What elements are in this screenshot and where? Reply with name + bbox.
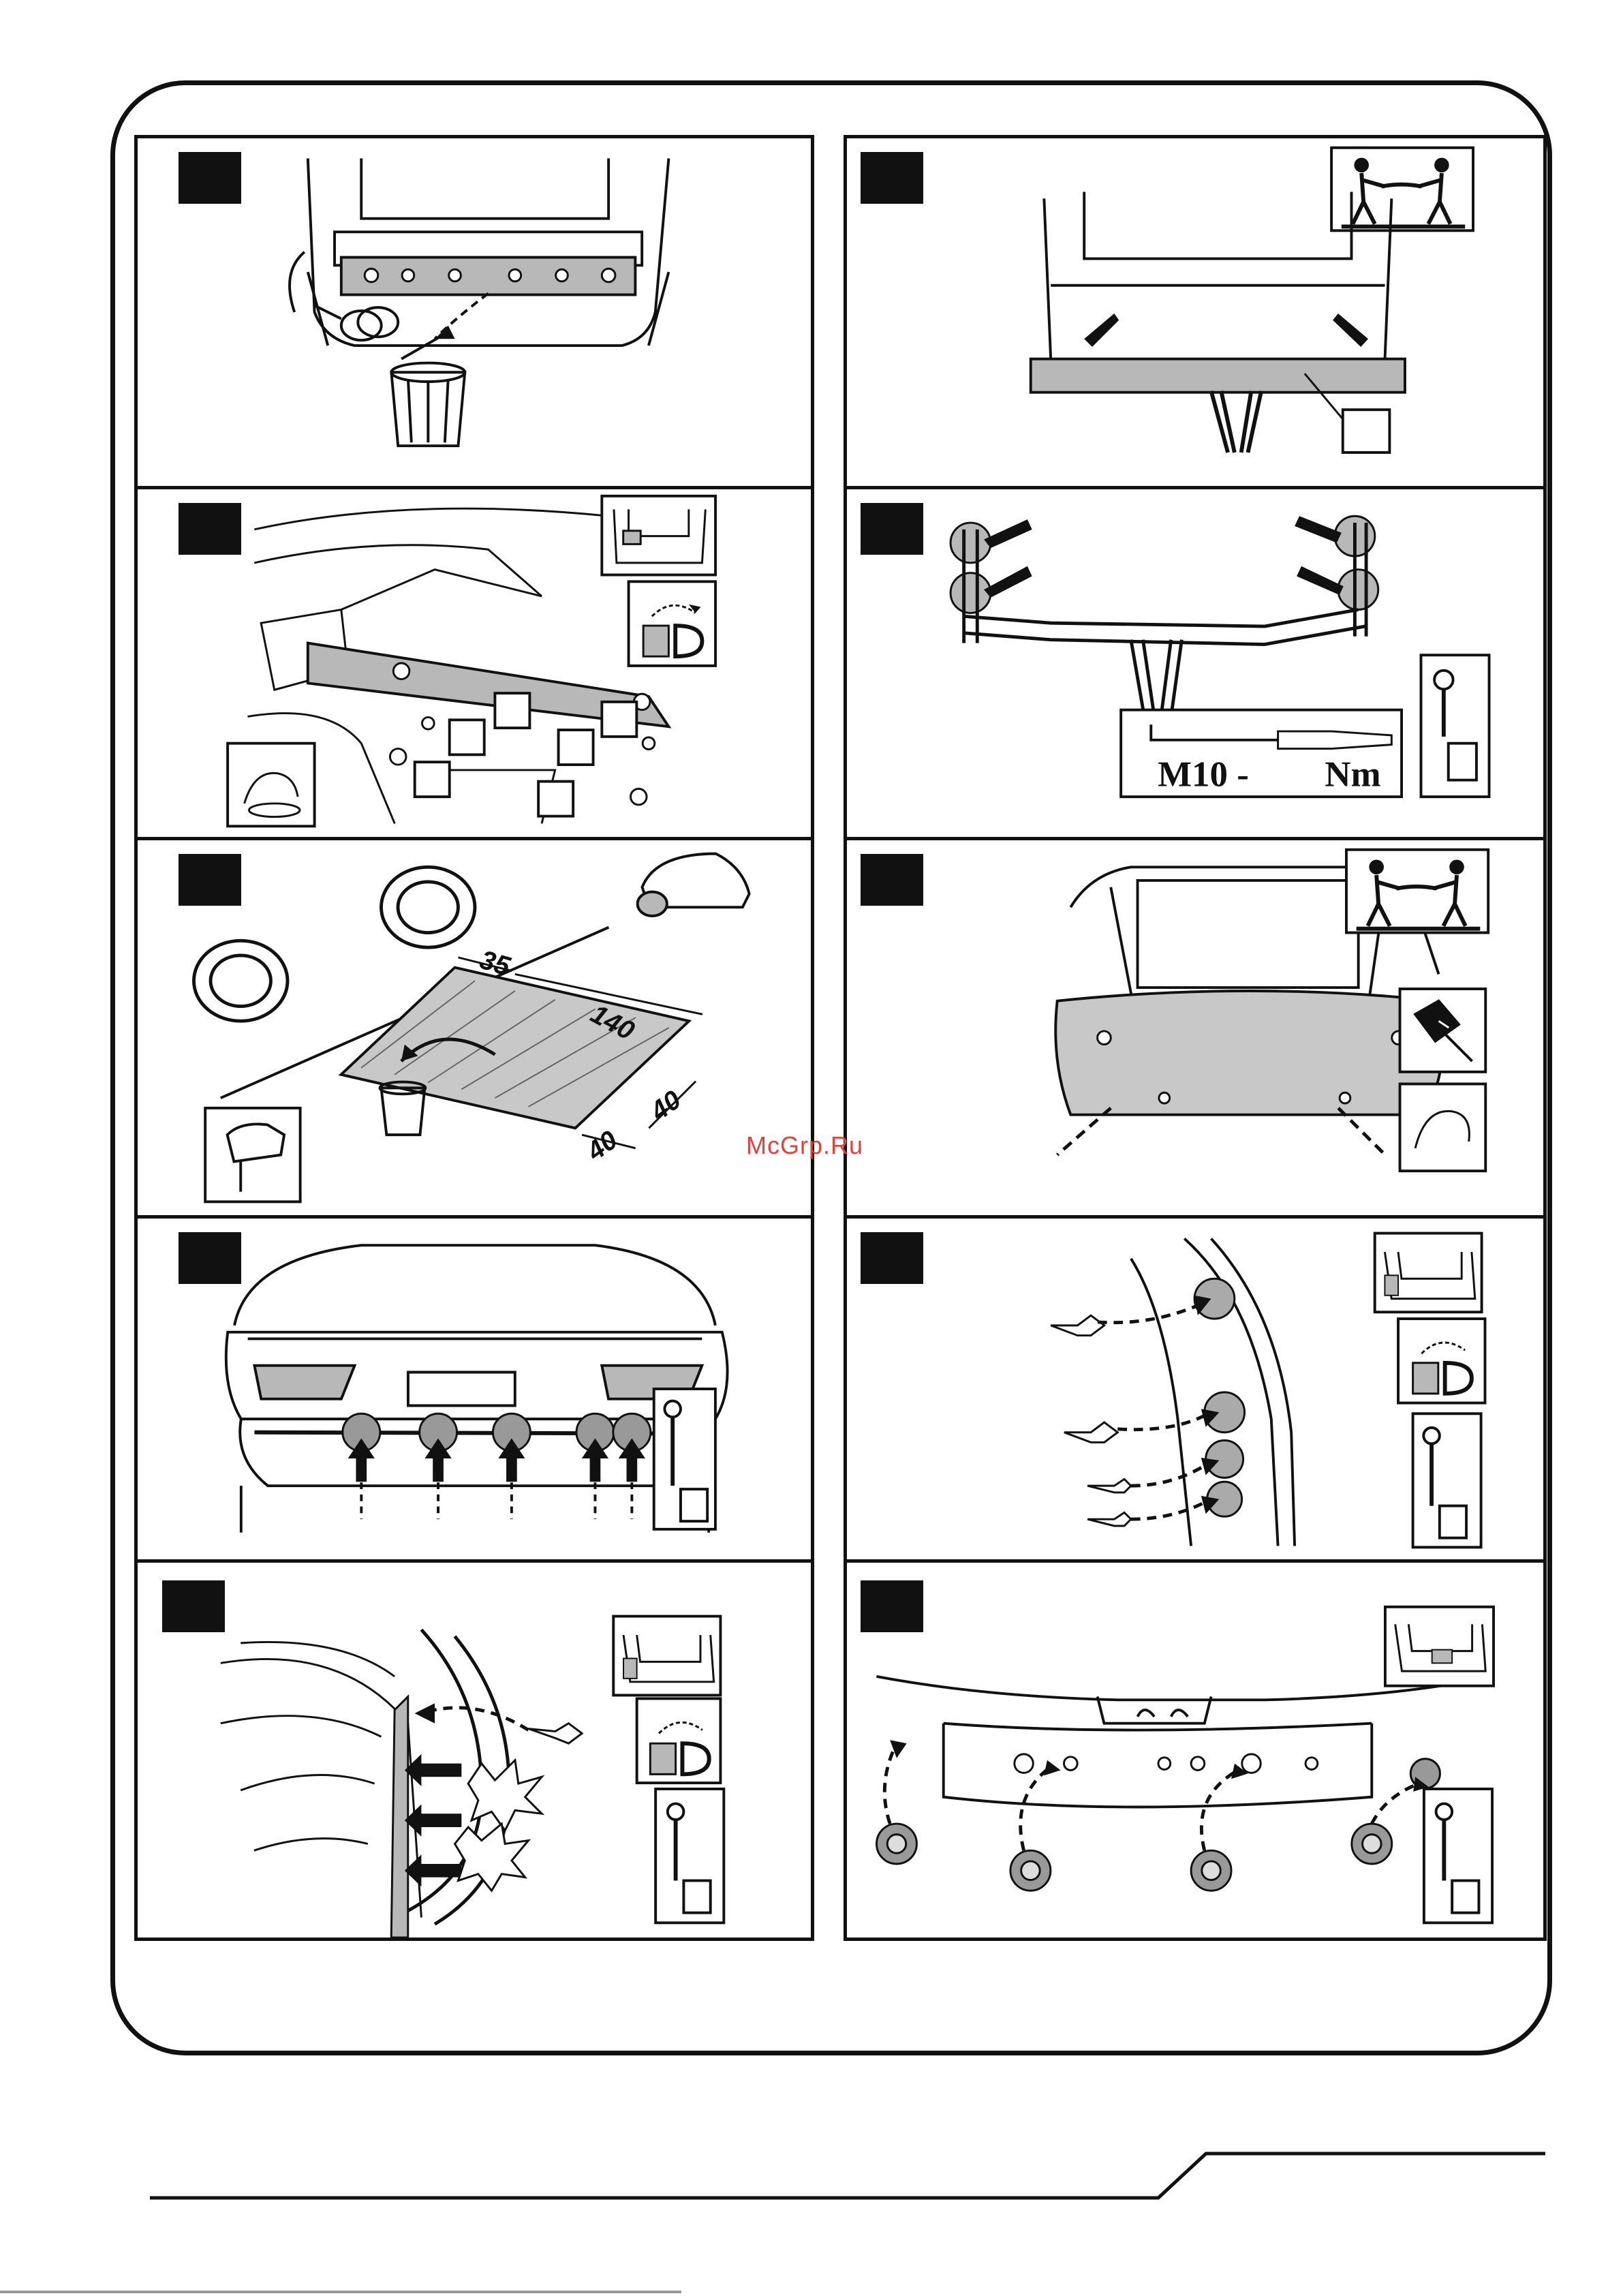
disconnect-plug-icon xyxy=(1400,989,1486,1072)
step-panel-6 xyxy=(844,837,1547,1219)
car-rear-thumbnail-icon xyxy=(638,854,749,916)
torque-wrench-icon xyxy=(1424,1789,1492,1923)
jigsaw-icon xyxy=(205,1108,300,1202)
socket-wrench-icon xyxy=(654,1389,715,1529)
bumper-cover-part xyxy=(1055,991,1443,1115)
locator-thumbnail-icon xyxy=(602,496,715,575)
locator-thumbnail-icon xyxy=(1385,1607,1494,1686)
part-label-box xyxy=(1343,410,1390,453)
step-panel-7 xyxy=(134,1215,814,1563)
fasten-underbody-illustration xyxy=(138,1219,811,1559)
step-panel-10 xyxy=(844,1559,1547,1941)
step-panel-5: 35 140 40 40 xyxy=(134,837,814,1219)
fasten-wheelarch-screws-illustration xyxy=(847,1219,1543,1559)
tighten-towbar-illustration: M10 - Nm xyxy=(847,489,1543,837)
step-panel-2 xyxy=(844,135,1547,489)
step-panel-3 xyxy=(134,486,814,840)
torque-bolt-size: M10 - xyxy=(1158,754,1249,794)
unscrew-counterclockwise-icon xyxy=(1398,1319,1485,1403)
fasten-wheel-liner-illustration xyxy=(138,1563,811,1938)
cut-bumper-cover-illustration: 35 140 40 40 xyxy=(138,840,811,1215)
unclip-hand-icon xyxy=(1400,1084,1486,1172)
step-panel-4: M10 - Nm xyxy=(844,486,1547,840)
socket-wrench-icon xyxy=(1413,1413,1481,1547)
torque-unit: Nm xyxy=(1325,754,1380,794)
trash-can-icon xyxy=(391,332,465,446)
unscrew-counterclockwise-icon xyxy=(637,1698,721,1783)
remove-rear-crossmember-illustration xyxy=(138,138,811,486)
step-panel-1 xyxy=(134,135,814,489)
release-clip-burst-icon xyxy=(455,1760,542,1891)
refit-bumper-illustration xyxy=(847,840,1543,1215)
fasten-rear-panel-nuts-illustration xyxy=(847,1563,1543,1938)
step-panel-8 xyxy=(844,1215,1547,1563)
two-person-lift-icon xyxy=(1346,850,1488,933)
locator-thumbnail-icon xyxy=(1375,1234,1482,1313)
step-panel-9 xyxy=(134,1559,814,1941)
dim-40-side: 40 xyxy=(645,1084,687,1127)
socket-wrench-icon xyxy=(655,1789,724,1923)
unclip-hand-icon xyxy=(228,744,315,827)
torque-spec-box: M10 - Nm xyxy=(1121,710,1402,797)
watermark-text: McGrp.Ru xyxy=(746,1131,863,1160)
dim-40-bottom: 40 xyxy=(581,1124,623,1167)
crossmember-part xyxy=(341,258,636,295)
unscrew-counterclockwise-icon xyxy=(629,581,715,666)
torque-wrench-icon xyxy=(1421,655,1489,797)
remove-mount-bolts-illustration xyxy=(138,489,811,837)
page-footer-rule xyxy=(0,2140,1623,2296)
towbar-crossbar xyxy=(1031,359,1405,393)
locator-thumbnail-icon xyxy=(613,1617,720,1696)
fit-towbar-illustration xyxy=(847,138,1543,486)
